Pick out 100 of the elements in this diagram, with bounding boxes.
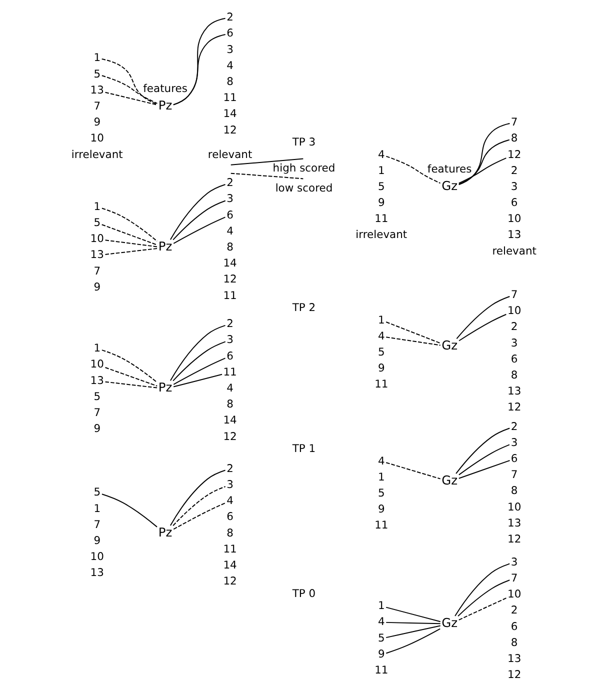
label: TP 1 (292, 442, 316, 456)
connector (458, 460, 510, 479)
label: 13 (508, 228, 522, 242)
label: 12 (223, 272, 237, 286)
node-text: 13 (90, 374, 104, 387)
node-text: 3 (226, 192, 234, 206)
node-text: 9 (378, 647, 385, 660)
label: 3 (510, 336, 518, 350)
label: 8 (226, 526, 234, 540)
label: 7 (510, 468, 518, 482)
label: 10 (508, 212, 522, 226)
label: 9 (378, 196, 385, 210)
node-text: 10 (90, 358, 104, 371)
label: 3 (510, 180, 518, 193)
node-text: Pz (158, 525, 172, 540)
label: 11 (374, 378, 388, 391)
node-text: 10 (508, 304, 522, 318)
connector (172, 200, 226, 240)
legend-label: high scored (272, 162, 336, 175)
node-text: 7 (510, 572, 518, 585)
label: 9 (94, 534, 101, 547)
label: 8 (226, 74, 234, 88)
node-text: 2 (226, 317, 234, 330)
node-text: 2 (226, 462, 234, 475)
label: 3 (226, 42, 234, 56)
label: 7 (94, 100, 101, 113)
node-text: 8 (510, 132, 518, 145)
connector (173, 374, 222, 388)
connector (458, 314, 507, 342)
connector (454, 563, 510, 616)
node-text: 4 (226, 494, 234, 508)
connector (456, 428, 510, 474)
connector (101, 350, 158, 383)
connector (172, 341, 226, 382)
label: 12 (223, 574, 237, 588)
node-text: 2 (226, 10, 234, 24)
connector (104, 381, 158, 388)
label: 11 (374, 663, 388, 676)
label: 10 (90, 132, 104, 145)
connector (101, 224, 158, 246)
node-text: 1 (378, 313, 385, 326)
node-text: Gz (442, 338, 458, 352)
node-text: 1 (94, 51, 101, 64)
label: 8 (226, 398, 234, 411)
node-text: 10 (508, 588, 522, 601)
label: 7 (94, 518, 101, 531)
label: TP 0 (292, 586, 316, 600)
label: 14 (223, 414, 237, 427)
connector (386, 628, 441, 654)
label: 1 (94, 502, 101, 515)
node-text: 7 (510, 116, 518, 129)
node-text: 6 (510, 452, 518, 465)
node-text: 4 (378, 454, 385, 468)
label: TP 3 (292, 136, 316, 149)
label: relevant (208, 148, 252, 161)
label: 9 (378, 502, 385, 516)
label: 5 (94, 390, 101, 403)
label: features (427, 162, 472, 176)
label: 4 (226, 381, 234, 394)
label: 12 (223, 430, 237, 443)
label: 11 (223, 91, 237, 104)
label: 9 (94, 280, 101, 294)
label: irrelevant (71, 148, 123, 161)
label: 5 (378, 180, 385, 193)
connector (101, 75, 158, 104)
node-text: 1 (94, 200, 101, 213)
connector (172, 486, 226, 526)
label: 6 (510, 352, 518, 366)
label: 5 (378, 486, 385, 500)
label: irrelevant (356, 228, 408, 242)
connector (386, 462, 441, 480)
label: 14 (223, 107, 237, 120)
connector (458, 158, 507, 184)
node-text: 4 (378, 329, 385, 342)
label: 8 (226, 240, 234, 254)
label: 12 (508, 532, 522, 546)
label: 13 (508, 652, 522, 665)
connector (170, 470, 226, 526)
label: 11 (374, 212, 388, 226)
label: 1 (378, 164, 385, 177)
label: 13 (90, 566, 104, 580)
node-text: 1 (94, 342, 101, 355)
node-text: Gz (442, 179, 458, 194)
node-text: 3 (226, 333, 234, 346)
label: 2 (510, 320, 518, 334)
label: 11 (223, 542, 237, 556)
label: TP 2 (292, 301, 316, 314)
connector (172, 18, 226, 106)
label: 13 (508, 516, 522, 530)
label: 14 (223, 256, 237, 270)
connector (101, 58, 158, 105)
label: features (143, 82, 188, 95)
node-text: 2 (510, 420, 518, 433)
connector (458, 598, 507, 620)
label: 4 (226, 224, 234, 238)
label: 6 (510, 620, 518, 633)
node-text: 3 (510, 436, 518, 449)
connector (458, 580, 510, 617)
label: 10 (508, 500, 522, 514)
connector (104, 92, 158, 106)
